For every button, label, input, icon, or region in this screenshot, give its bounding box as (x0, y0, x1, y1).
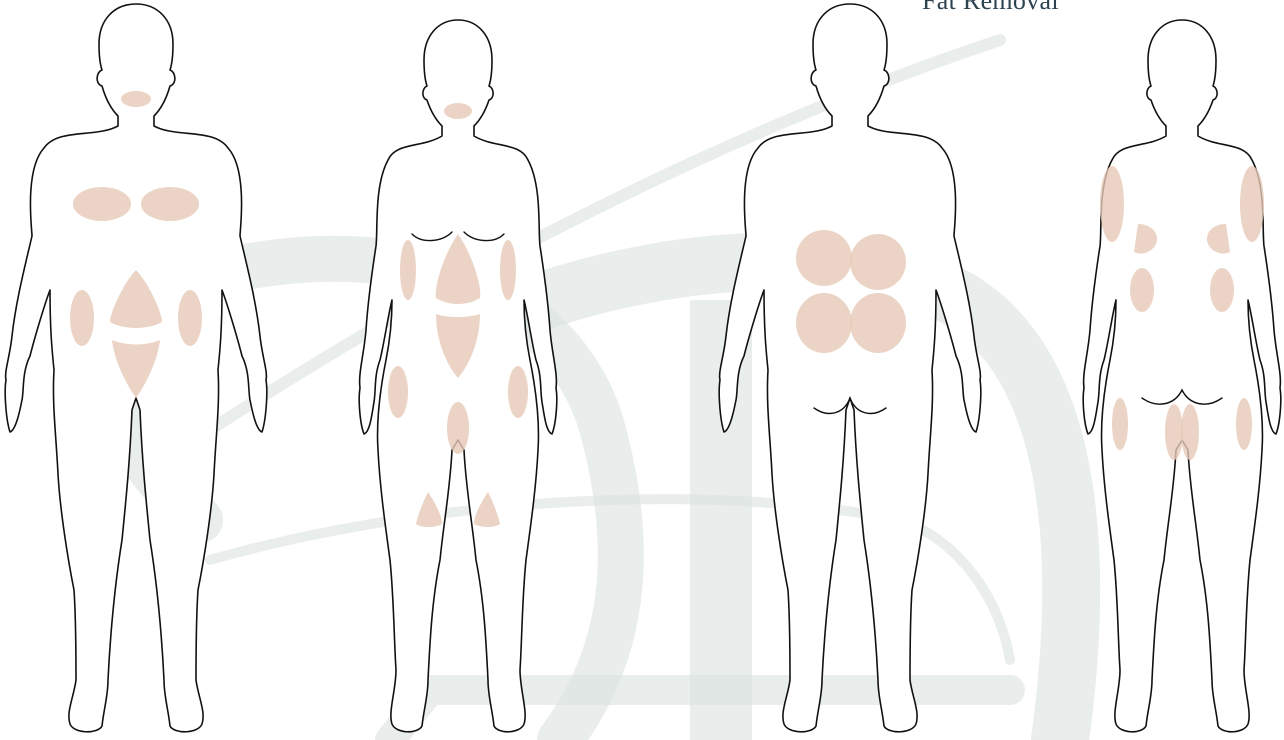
figure-female-back (1083, 20, 1281, 732)
zone-chest-left (73, 187, 131, 221)
zone-upper-back-left (796, 230, 852, 286)
figure-male-back (719, 4, 981, 732)
zone-hip-right (508, 366, 528, 418)
zone-flank-left (70, 290, 94, 346)
body-outline (1083, 20, 1281, 732)
zone-inner-thigh (447, 402, 469, 454)
zone-chin (121, 91, 151, 107)
zone-love-handle-left (1130, 268, 1154, 312)
zone-inner-thigh-left (1165, 404, 1183, 460)
zone-outer-thigh-right (1236, 398, 1252, 450)
figure-male-front (5, 4, 267, 732)
zone-lower-back-left (796, 293, 852, 353)
zone-arm-left (1100, 166, 1124, 242)
figure-female-front (359, 20, 557, 732)
zone-upper-back-right (850, 234, 906, 290)
zone-chest-right (141, 187, 199, 221)
zone-arm-right (1240, 166, 1264, 242)
zone-outer-thigh-left (1112, 398, 1128, 450)
zone-inner-thigh-right (1181, 404, 1199, 460)
zone-lower-back-right (850, 293, 906, 353)
zone-chin (444, 103, 472, 119)
zone-flank-left (400, 240, 416, 300)
zone-flank-right (500, 240, 516, 300)
zone-flank-right (178, 290, 202, 346)
zone-love-handle-right (1210, 268, 1234, 312)
body-outline (719, 4, 981, 732)
zone-hip-left (388, 366, 408, 418)
